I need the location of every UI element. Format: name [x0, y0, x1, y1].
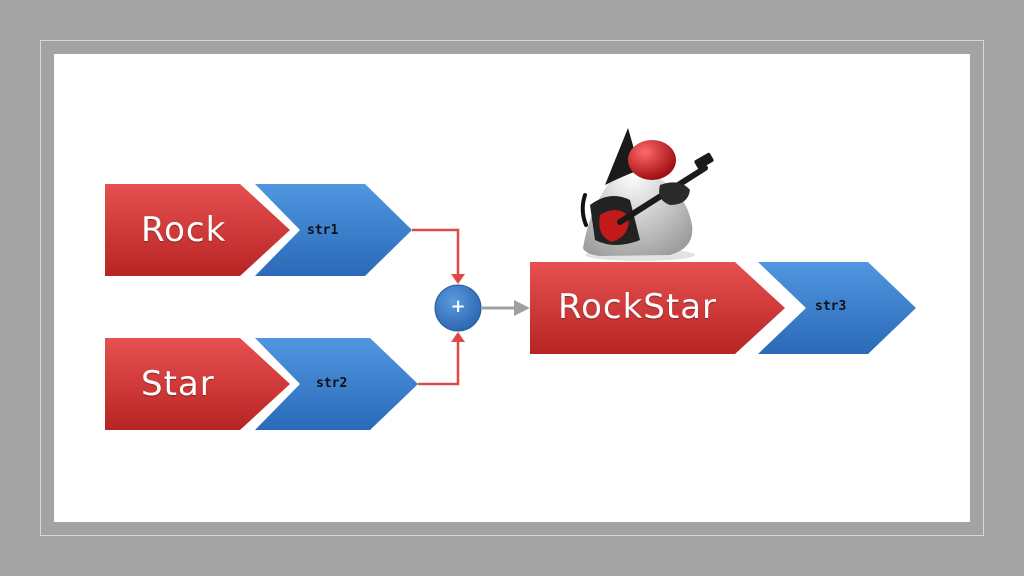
arrowhead-str2 [451, 332, 465, 342]
outer-frame [40, 40, 984, 536]
var-box-str3 [758, 262, 916, 354]
var-label-str1: str1 [307, 223, 339, 238]
result-group [530, 262, 916, 354]
var-label-str3: str3 [815, 299, 847, 314]
operator-circle [434, 284, 482, 332]
var-box-str2 [255, 338, 418, 430]
word-box-rock [105, 184, 290, 276]
word-label-rock: Rock [141, 210, 227, 250]
word-box-star [105, 338, 290, 430]
word-box-rockstar [530, 262, 785, 354]
connectors [412, 228, 530, 386]
duke-mascot-image [580, 128, 714, 261]
input-rock-group [105, 184, 412, 276]
arrowhead-result [514, 300, 530, 316]
connector-str2 [418, 340, 460, 386]
var-label-str2: str2 [316, 376, 348, 391]
arrowhead-str1 [451, 274, 465, 284]
operator-label: + [450, 296, 466, 317]
input-star-group [105, 338, 418, 430]
word-label-rockstar: RockStar [558, 287, 718, 327]
word-label-star: Star [141, 364, 215, 404]
connector-str1 [412, 228, 460, 276]
var-box-str1 [255, 184, 412, 276]
